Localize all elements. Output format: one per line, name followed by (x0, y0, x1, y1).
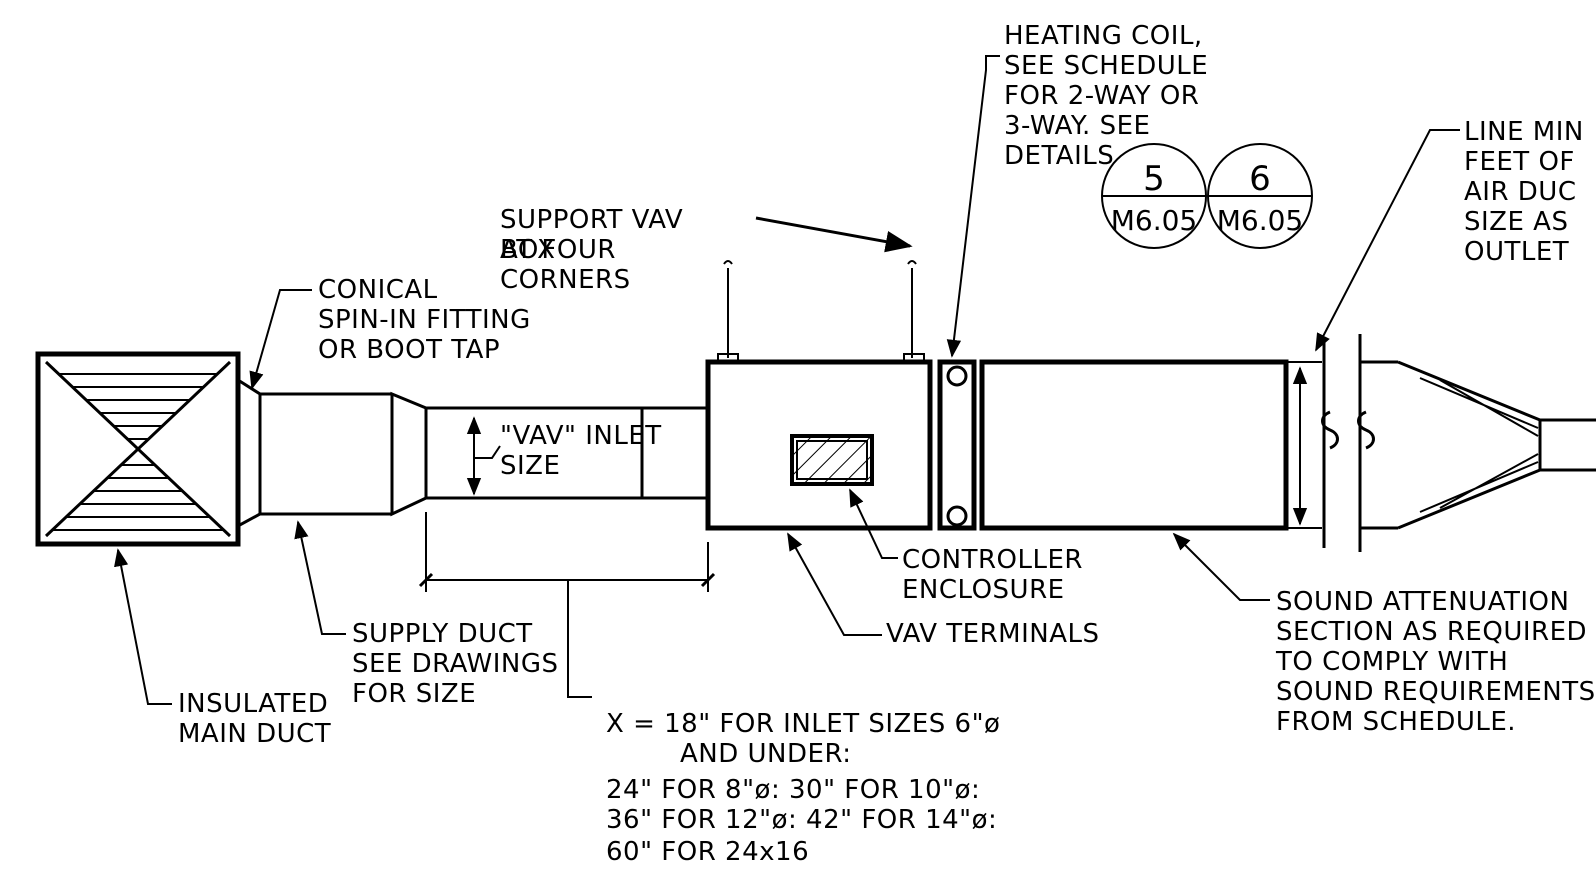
svg-text:CONICAL: CONICAL (318, 275, 438, 305)
svg-text:SPIN-IN FITTING: SPIN-IN FITTING (318, 305, 531, 335)
svg-text:OUTLET: OUTLET (1464, 237, 1569, 267)
svg-text:M6.05: M6.05 (1111, 204, 1198, 237)
svg-text:SEE SCHEDULE: SEE SCHEDULE (1004, 51, 1208, 81)
svg-text:TO COMPLY WITH: TO COMPLY WITH (1275, 647, 1508, 677)
svg-text:60" FOR 24x16: 60" FOR 24x16 (606, 837, 809, 867)
supply-duct (260, 391, 428, 517)
svg-text:AIR DUC: AIR DUC (1464, 177, 1577, 207)
svg-text:SEE DRAWINGS: SEE DRAWINGS (352, 649, 559, 679)
heating-coil-label: HEATING COIL, SEE SCHEDULE FOR 2-WAY OR … (1004, 21, 1208, 171)
detail-callout-5: 5 M6.05 (1101, 143, 1207, 249)
svg-text:M6.05: M6.05 (1217, 204, 1304, 237)
leader-lines (114, 55, 1460, 705)
supply-duct-label: SUPPLY DUCT SEE DRAWINGS FOR SIZE (352, 619, 559, 709)
conical-label: CONICAL SPIN-IN FITTING OR BOOT TAP (318, 275, 531, 365)
svg-text:3-WAY. SEE: 3-WAY. SEE (1004, 111, 1150, 141)
svg-text:OR BOOT TAP: OR BOOT TAP (318, 335, 500, 365)
controller-label: CONTROLLER ENCLOSURE (902, 545, 1083, 605)
insulated-main-duct (35, 351, 241, 547)
svg-text:"VAV" INLET: "VAV" INLET (500, 421, 662, 451)
svg-text:SOUND REQUIREMENTS: SOUND REQUIREMENTS (1276, 677, 1596, 707)
svg-text:HEATING COIL,: HEATING COIL, (1004, 21, 1203, 51)
svg-text:AT FOUR: AT FOUR (500, 235, 616, 265)
svg-text:6: 6 (1249, 159, 1271, 199)
svg-text:FEET OF: FEET OF (1464, 147, 1575, 177)
svg-text:BOX: BOX (500, 235, 556, 265)
heating-coil (937, 359, 977, 531)
support-label: SUPPORT VAV BOX AT FOUR CORNERS (500, 205, 683, 295)
svg-text:36" FOR 12"ø: 42" FOR 14"ø:: 36" FOR 12"ø: 42" FOR 14"ø: (606, 805, 997, 835)
svg-text:5: 5 (1143, 159, 1165, 199)
svg-text:MAIN DUCT: MAIN DUCT (178, 719, 331, 749)
insulated-label: INSULATED MAIN DUCT (178, 689, 331, 749)
svg-text:SECTION AS REQUIRED: SECTION AS REQUIRED (1276, 617, 1587, 647)
svg-text:CONTROLLER: CONTROLLER (902, 545, 1083, 575)
vav-inlet-duct (426, 406, 708, 500)
svg-text:AND UNDER:: AND UNDER: (680, 739, 851, 769)
svg-text:LINE MIN: LINE MIN (1464, 117, 1584, 147)
svg-text:FOR SIZE: FOR SIZE (352, 679, 476, 709)
svg-text:SIZE: SIZE (500, 451, 560, 481)
svg-text:X = 18" FOR INLET SIZES 6"ø: X = 18" FOR INLET SIZES 6"ø (606, 709, 1000, 739)
svg-text:INSULATED: INSULATED (178, 689, 328, 719)
svg-text:SIZE AS: SIZE AS (1464, 207, 1568, 237)
svg-text:CORNERS: CORNERS (500, 265, 631, 295)
svg-text:ENCLOSURE: ENCLOSURE (902, 575, 1065, 605)
svg-text:SUPPLY DUCT: SUPPLY DUCT (352, 619, 533, 649)
svg-text:SOUND ATTENUATION: SOUND ATTENUATION (1276, 587, 1569, 617)
vav-terminal-box (705, 260, 933, 531)
line-min-label: LINE MIN FEET OF AIR DUC SIZE AS OUTLET (1464, 117, 1584, 267)
x-dimension-note: X = 18" FOR INLET SIZES 6"ø AND UNDER: 2… (606, 709, 1000, 867)
downstream-duct (1286, 334, 1596, 552)
svg-text:DETAILS: DETAILS (1004, 141, 1114, 171)
detail-callout-6: 6 M6.05 (1207, 143, 1313, 249)
svg-text:24" FOR 8"ø: 30" FOR 10"ø:: 24" FOR 8"ø: 30" FOR 10"ø: (606, 775, 980, 805)
sound-label: SOUND ATTENUATION SECTION AS REQUIRED TO… (1275, 587, 1596, 737)
svg-text:FOR 2-WAY OR: FOR 2-WAY OR (1004, 81, 1199, 111)
vav-terminals-label: VAV TERMINALS (886, 619, 1100, 649)
svg-text:SUPPORT VAV: SUPPORT VAV (500, 205, 683, 235)
sound-attenuator (979, 359, 1308, 531)
conical-fitting (236, 377, 262, 529)
svg-text:FROM SCHEDULE.: FROM SCHEDULE. (1276, 707, 1516, 737)
dimension-x (418, 512, 716, 698)
vav-inlet-label: "VAV" INLET SIZE (500, 421, 662, 481)
